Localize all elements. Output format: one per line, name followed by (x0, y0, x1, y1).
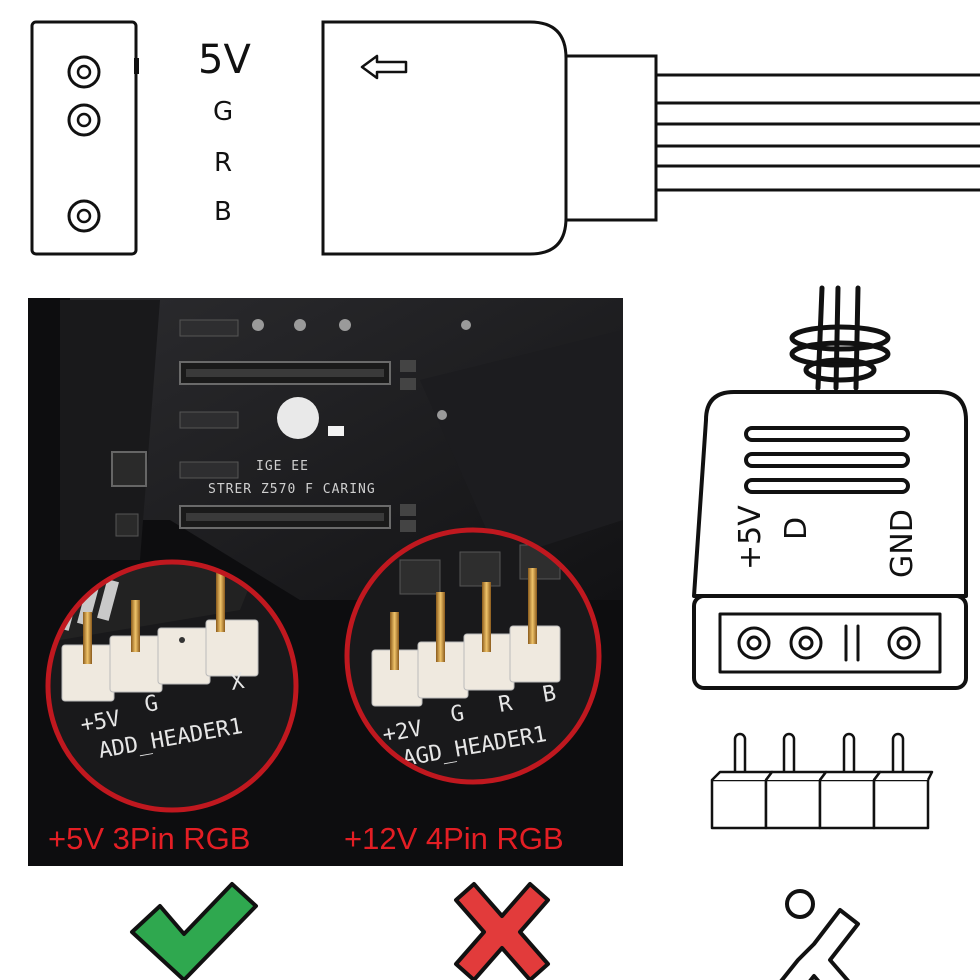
caption-12v-4pin: +12V 4Pin RGB (344, 821, 564, 856)
motherboard-photo: IGE EE STRER Z570 F CARING (28, 298, 623, 866)
pin-hole-3 (67, 199, 101, 233)
arrow-left-icon (360, 54, 408, 80)
board-logo: IGE EE (256, 459, 309, 474)
header-pin-3 (818, 732, 882, 830)
header-pin-4 (872, 732, 934, 830)
gold-pin (528, 568, 537, 644)
cross-outline-icon (779, 889, 860, 980)
header-pin-2 (764, 732, 828, 830)
checkmark-icon (130, 882, 258, 980)
zoom-right-label-g: G (449, 701, 466, 728)
pin-hole-1 (67, 55, 101, 89)
pin-label-5v: 5V (198, 37, 251, 83)
gold-pin (131, 600, 140, 652)
gold-pin (390, 612, 399, 670)
pin-label-g: G (213, 97, 233, 127)
argb-connector-drawing (692, 285, 968, 690)
male-4pin-plug (321, 20, 980, 256)
argb-label-5v: +5V (733, 505, 768, 570)
zoom-right-label-r: R (497, 691, 515, 718)
socket-holes (737, 624, 921, 662)
caption-5v-3pin: +5V 3Pin RGB (48, 821, 250, 856)
ribbon-cable (656, 73, 980, 192)
grip-ridges (744, 426, 910, 494)
pin-header-drawing (710, 732, 934, 830)
gold-pin (482, 582, 491, 652)
argb-label-gnd: GND (885, 509, 920, 578)
argb-label-d: D (779, 517, 814, 540)
female-3pin-connector (30, 20, 139, 256)
red-cross-icon (454, 882, 550, 980)
pin-hole-2 (67, 103, 101, 137)
gold-pin (436, 592, 445, 662)
zoom-left-label-x: X (229, 669, 247, 696)
gold-pin (83, 612, 92, 664)
zoom-left-label-g: G (143, 691, 160, 718)
header-pin-1 (710, 732, 774, 830)
cable-coil (789, 324, 891, 383)
board-silkscreen: STRER Z570 F CARING (208, 482, 376, 497)
zoom-right-4pin-header: +2V G R B AGD_HEADER1 (344, 527, 602, 785)
gold-pin (216, 572, 225, 632)
zoom-right-label-b: B (541, 681, 558, 708)
pin-label-r: R (214, 148, 232, 178)
pin-label-b: B (214, 197, 232, 227)
